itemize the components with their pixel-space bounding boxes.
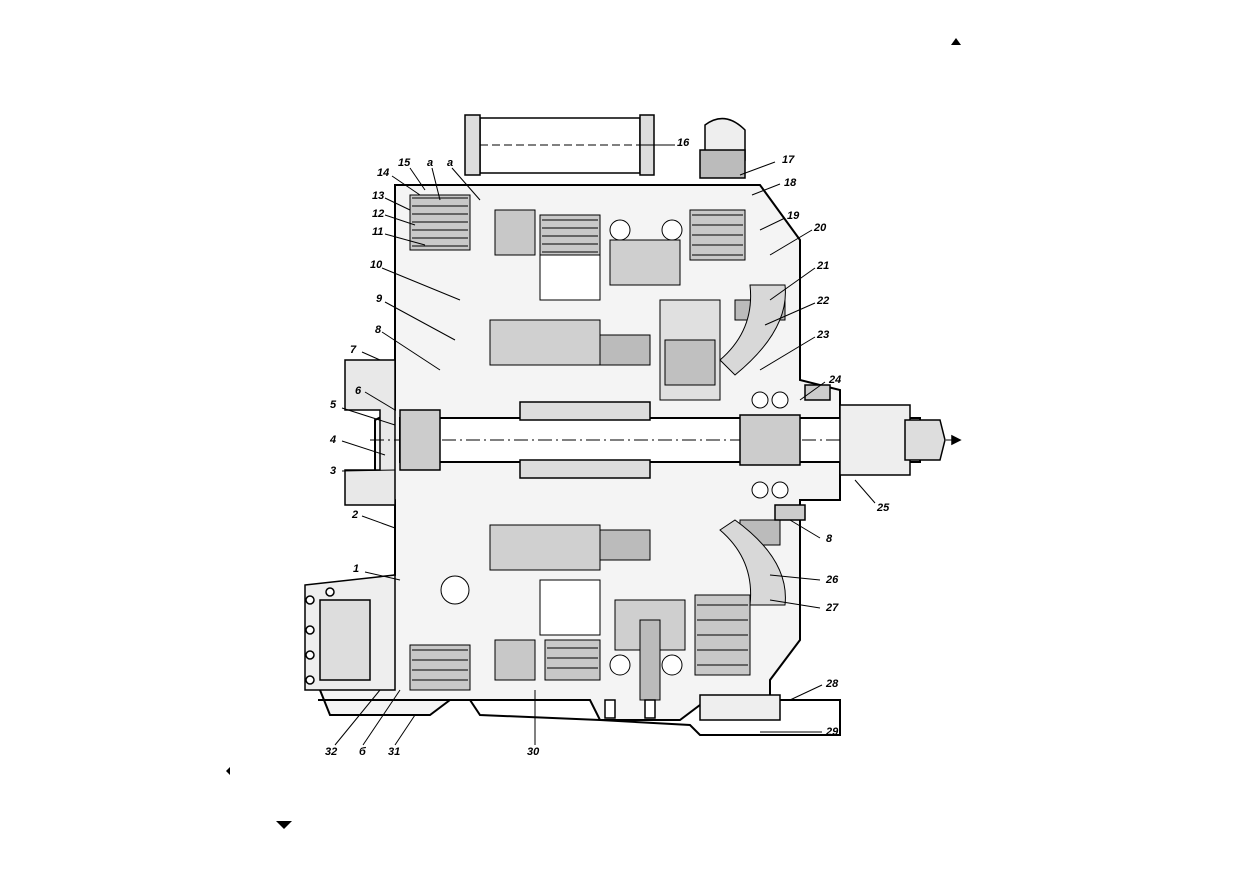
callout-27: 27 [825,602,839,614]
callout-8b: 8 [826,533,833,545]
callout-21: 21 [816,260,829,272]
callout-15: 15 [398,157,411,169]
callout-1: 1 [353,563,359,575]
leader-lines [334,144,876,746]
callout-3: 3 [330,465,336,477]
callout-28: 28 [825,678,839,690]
callout-12: 12 [372,208,384,220]
callout-17: 17 [782,154,795,166]
callout-2: 2 [351,509,358,521]
down-triangle-icon [276,821,292,829]
callout-9: 9 [376,293,383,305]
up-triangle-icon [951,38,961,45]
callout-13: 13 [372,190,384,202]
callout-10: 10 [370,259,383,271]
callout-a-1: a [427,157,433,169]
callout-23: 23 [816,329,829,341]
callout-14: 14 [377,167,389,179]
callout-11: 11 [372,226,383,238]
callout-20: 20 [813,222,827,234]
clutch-packs [409,194,751,691]
top-cylinder [464,114,746,179]
callout-labels: 1 2 3 4 5 6 7 8 9 10 11 12 13 14 15 a a … [325,137,890,758]
callout-a-2: a [447,157,453,169]
callout-25: 25 [876,502,890,514]
callout-4: 4 [329,434,336,446]
callout-24: 24 [828,374,841,386]
callout-6: 6 [355,385,362,397]
callout-18: 18 [784,177,797,189]
callout-16: 16 [677,137,690,149]
main-shaft [370,401,962,479]
callout-30: 30 [527,746,540,758]
callout-29: 29 [825,726,839,738]
base-plate [318,699,841,736]
drawing [304,114,962,736]
callout-5: 5 [330,399,337,411]
callout-32: 32 [325,746,337,758]
callout-b: б [359,746,367,758]
callout-19: 19 [787,210,800,222]
callout-7: 7 [350,344,357,356]
gear-sets [440,219,789,701]
callout-26: 26 [825,574,839,586]
callout-22: 22 [816,295,829,307]
callout-8: 8 [375,324,382,336]
left-triangle-icon [226,767,230,775]
callout-31: 31 [388,746,400,758]
